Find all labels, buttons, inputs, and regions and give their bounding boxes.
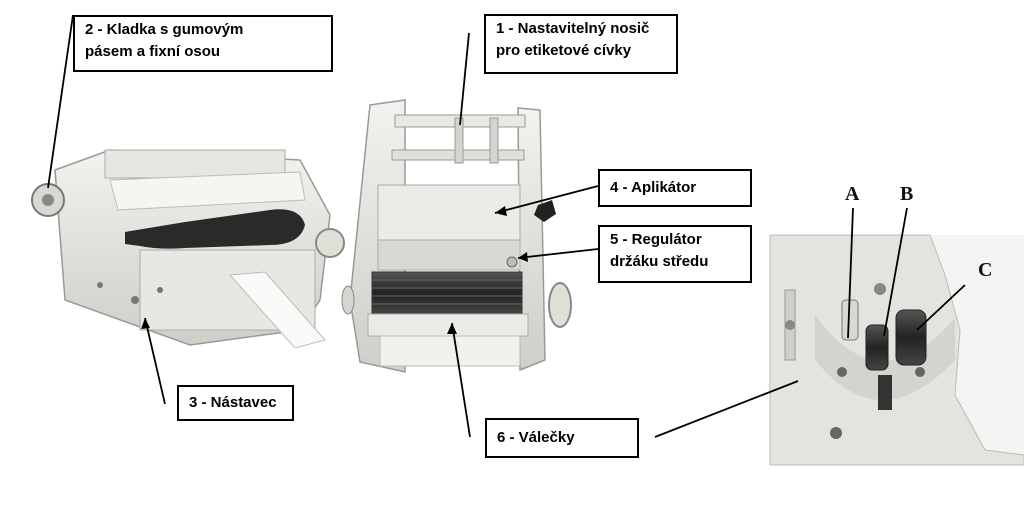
leader-line-c xyxy=(916,284,966,331)
leader-line-6 xyxy=(451,322,471,438)
callout-2-line1: 2 - Kladka s gumovým xyxy=(85,21,244,38)
callout-4-line1: 4 - Aplikátor xyxy=(610,179,697,196)
roller-c xyxy=(895,309,927,366)
leader-line-a xyxy=(847,207,854,339)
detail-letter-b: B xyxy=(900,183,914,205)
bottle-shape xyxy=(125,209,305,249)
roller-b xyxy=(865,324,889,371)
leader-line-6b xyxy=(654,380,799,438)
callout-1-label-holder: 1 - Nastavitelný nosič pro etiketové cív… xyxy=(484,14,678,74)
center-machine xyxy=(341,99,572,373)
callout-5-center-regulator: 5 - Regulátor držáku středu xyxy=(598,225,752,283)
detail-letter-c: C xyxy=(978,259,993,281)
callout-4-applicator: 4 - Aplikátor xyxy=(598,169,752,207)
leader-line-3 xyxy=(144,317,166,405)
callout-2-pulley: 2 - Kladka s gumovým pásem a fixní osou xyxy=(73,15,333,72)
detail-view xyxy=(769,234,1024,466)
callout-3-attachment: 3 - Nástavec xyxy=(177,385,294,421)
detail-letter-a: A xyxy=(845,183,860,205)
callout-6-line1: 6 - Válečky xyxy=(497,429,575,446)
callout-3-line1: 3 - Nástavec xyxy=(189,394,277,411)
leader-lines xyxy=(47,14,966,438)
callout-5-line2: držáku středu xyxy=(610,253,709,270)
leader-line-5 xyxy=(517,248,599,259)
callout-2-line2: pásem a fixní osou xyxy=(85,43,221,60)
label-strip xyxy=(228,271,326,349)
callout-6-rollers: 6 - Válečky xyxy=(485,418,639,458)
leader-line-4 xyxy=(494,185,599,214)
left-machine xyxy=(31,149,345,349)
callout-1-line1: 1 - Nastavitelný nosič xyxy=(496,20,650,37)
callout-1-line2: pro etiketové cívky xyxy=(496,42,632,59)
callout-5-line1: 5 - Regulátor xyxy=(610,231,702,248)
leader-line-1 xyxy=(459,32,470,126)
leader-line-b xyxy=(883,207,908,337)
roller-set xyxy=(371,271,523,315)
leader-line-2 xyxy=(47,14,74,189)
